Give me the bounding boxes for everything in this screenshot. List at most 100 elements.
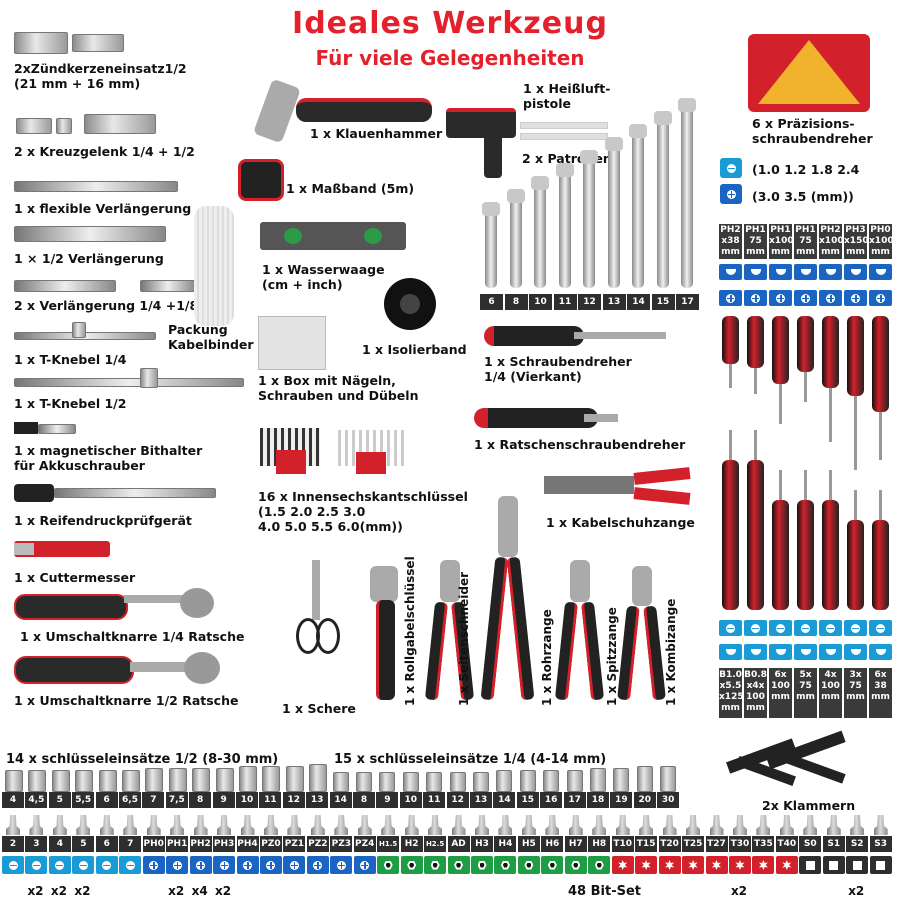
- socket-size-tile: 12: [446, 792, 469, 808]
- bit-size-tile: PH4: [236, 836, 259, 852]
- socket-image: [636, 766, 653, 792]
- item-label: 2 x Verlängerung 1/4 +1/8: [14, 298, 199, 313]
- pliers-head: [498, 496, 518, 557]
- item-label: 1 x Heißluft-pistole: [523, 81, 611, 111]
- hex-keys-set-image: [260, 428, 326, 480]
- wrench-image: [534, 182, 546, 288]
- slotted-icon: [72, 856, 95, 874]
- item-label: 1 x Spitzzange: [605, 607, 619, 706]
- bit-glyph: [8, 860, 18, 870]
- socket-size-tile: 9: [212, 792, 235, 808]
- socket-image: [145, 768, 164, 792]
- pozidriv-icon: [330, 856, 353, 874]
- magnet-glyph: [725, 649, 736, 655]
- screwdriver-image: [747, 460, 764, 610]
- bit-glyph: [547, 860, 557, 870]
- size-text: mm: [871, 692, 890, 702]
- wrench-size-tile: 10: [529, 294, 552, 310]
- bit-glyph: [149, 860, 159, 870]
- bit-image: [615, 815, 630, 835]
- size-text: 75: [799, 236, 812, 246]
- slotted-icon: [48, 856, 71, 874]
- bit-size-tile: H7: [564, 836, 587, 852]
- extension-image: [140, 280, 196, 292]
- bit-glyph: [31, 860, 41, 870]
- socket-image: [660, 766, 677, 792]
- ratchet-shaft: [130, 662, 190, 672]
- socket-image: [285, 766, 304, 792]
- socket-image: [356, 772, 372, 792]
- phillips-icon: [189, 856, 212, 874]
- screwdriver-image: [797, 316, 814, 372]
- size-text: B0.8: [744, 670, 767, 680]
- screwdriver-image: [722, 460, 739, 610]
- spark-plug-socket-image: [14, 32, 68, 54]
- screwdriver-shaft: [804, 470, 807, 500]
- screwdriver-shaft: [879, 490, 882, 520]
- bit-glyph: [641, 860, 651, 870]
- magnet-icon: [869, 644, 892, 660]
- wrench-image: [509, 195, 522, 288]
- magnet-glyph: [875, 649, 886, 655]
- wrench-image: [607, 143, 620, 288]
- pliers-head: [632, 566, 652, 606]
- size-text: PH1: [795, 225, 816, 235]
- bit-glyph: [665, 860, 675, 870]
- bit-image: [639, 815, 654, 835]
- magnet-icon: [819, 644, 842, 660]
- socket-size-tile: 5: [48, 792, 71, 808]
- bit-glyph: [876, 860, 886, 870]
- socket-image: [309, 764, 328, 792]
- socket-label-half: 14 x schlüsseleinsätze 1/2 (8-30 mm): [6, 752, 279, 767]
- ratchet-handle-image: [14, 656, 134, 684]
- tire-gauge-image: [54, 488, 216, 498]
- torx-icon: [752, 856, 775, 874]
- size-text: mm: [721, 247, 740, 257]
- flexible-extension-image: [14, 181, 178, 192]
- magnet-glyph: [750, 649, 761, 655]
- socket-size-tile: 4: [2, 792, 24, 808]
- bit-size-tile: PH3: [213, 836, 236, 852]
- magnet-glyph: [850, 649, 861, 655]
- bit-image: [521, 815, 536, 835]
- slotted-icon: [869, 620, 892, 636]
- spirit-level-image: [260, 222, 406, 250]
- glue-stick-image: [520, 133, 608, 140]
- bit-glyph: [219, 860, 229, 870]
- size-text: 75: [749, 236, 762, 246]
- screwdriver-image: [747, 316, 764, 368]
- socket-image: [192, 768, 211, 792]
- size-text: PH2: [820, 225, 841, 235]
- socket-image: [28, 770, 47, 792]
- bit-size-tile: 2: [2, 836, 24, 852]
- screwdriver-image: [797, 500, 814, 610]
- pozidriv-icon: [353, 856, 376, 874]
- bit-size-tile: 7: [119, 836, 142, 852]
- adjustable-wrench-image: [376, 600, 395, 700]
- torx-icon: [682, 856, 705, 874]
- size-text: B1.0: [719, 670, 742, 680]
- bit-multiplier: x2: [27, 884, 44, 898]
- bit-glyph: [758, 860, 768, 870]
- magnet-glyph: [825, 649, 836, 655]
- phillips-icon: [142, 856, 165, 874]
- magnet-glyph: [875, 269, 886, 275]
- phillips-icon: [166, 856, 189, 874]
- socket-size-tile: 13: [306, 792, 329, 808]
- bit-size-tile: T15: [635, 836, 658, 852]
- magnet-glyph: [750, 269, 761, 275]
- phillips-icon: [720, 184, 742, 204]
- socket-image: [379, 772, 396, 792]
- hex-inner: [479, 862, 485, 868]
- hex-inner: [573, 862, 579, 868]
- glue-gun-image: [446, 108, 516, 138]
- size-text: x150: [844, 236, 869, 246]
- bit-size-tile: S1: [822, 836, 845, 852]
- precision-slotted-sizes: (1.0 1.2 1.8 2.4: [752, 162, 860, 177]
- bit-size-tile: S3: [869, 836, 892, 852]
- bit-glyph: [688, 860, 698, 870]
- square-icon: [846, 856, 869, 874]
